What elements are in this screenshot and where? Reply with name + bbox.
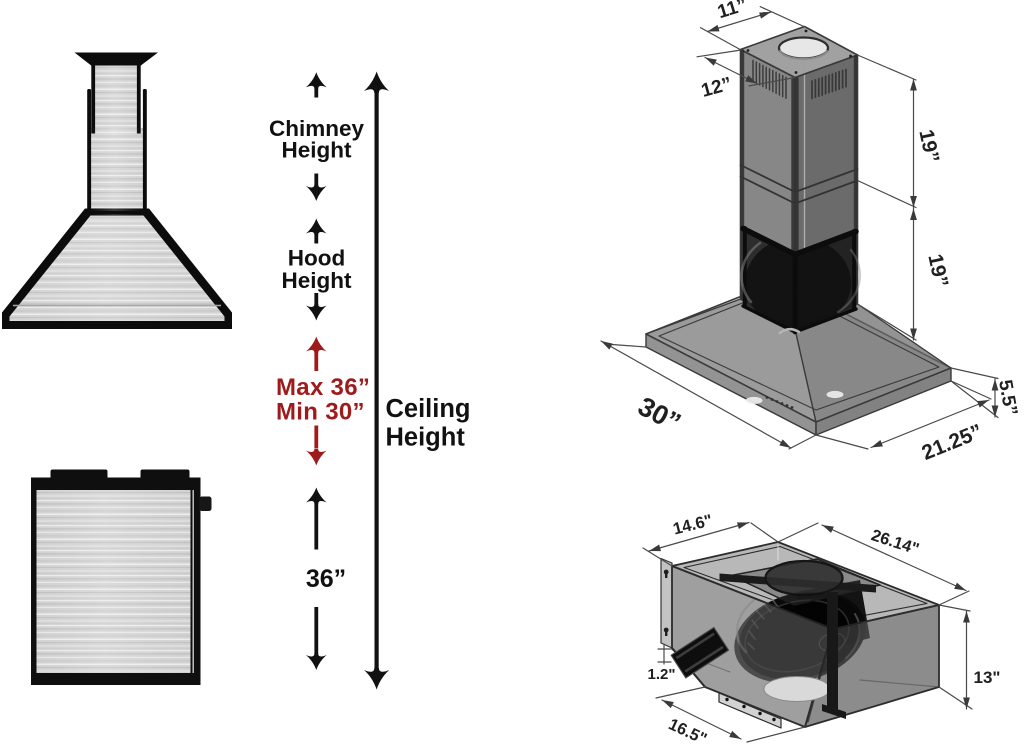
svg-text:30”: 30” [633,391,686,438]
svg-text:12”: 12” [699,74,734,102]
svg-text:19”: 19” [914,128,943,165]
svg-text:Hood: Hood [288,246,345,271]
svg-text:Max 36”: Max 36” [276,374,370,401]
svg-text:Height: Height [386,424,466,452]
svg-text:26.14": 26.14" [869,526,921,558]
svg-text:19”: 19” [923,252,952,289]
svg-text:Chimney: Chimney [269,116,365,141]
svg-text:36”: 36” [306,565,346,593]
svg-text:Ceiling: Ceiling [386,395,471,423]
svg-text:Height: Height [282,138,353,163]
svg-text:1.2": 1.2" [648,666,676,683]
svg-text:Min 30”: Min 30” [276,399,365,426]
svg-text:5.5”: 5.5” [994,378,1021,417]
svg-text:Height: Height [282,268,353,293]
svg-text:21.25”: 21.25” [919,420,986,465]
svg-text:13": 13" [974,668,1001,687]
